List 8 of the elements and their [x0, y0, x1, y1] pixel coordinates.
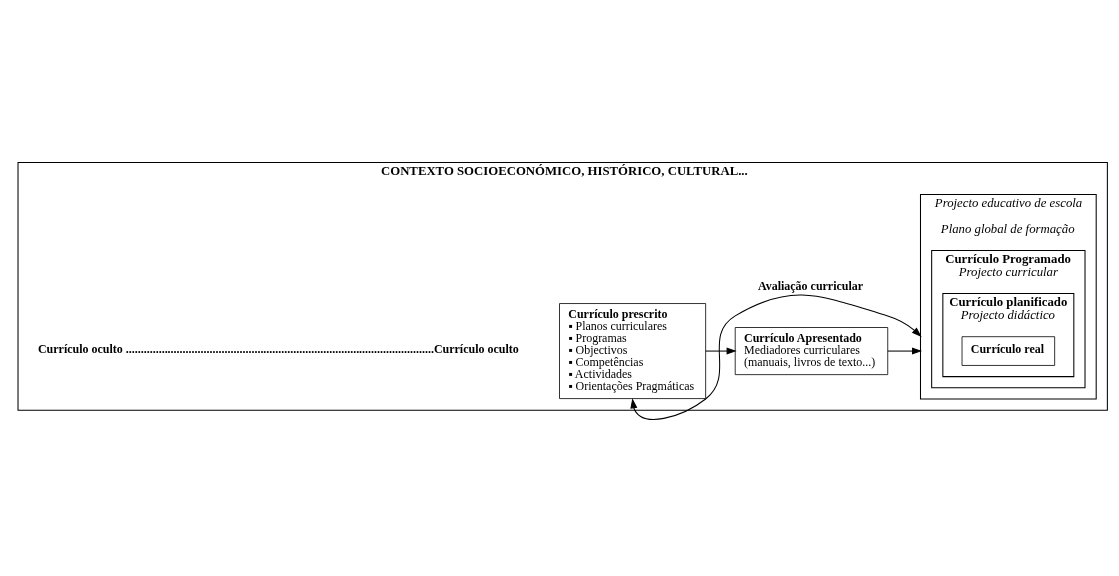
node-box: Currículo Apresentado Mediadores curriculares (manuais, livros de texto...) — [734, 327, 889, 376]
arrow — [887, 347, 923, 355]
arrow — [630, 294, 922, 420]
node-box: Currículo prescrito ▪ Planos curriculares ▪ Programas ▪ Objectivos ▪ Competências ▪ Actividades ▪ Orientações Pragmáticas — [559, 303, 707, 399]
edge-label: Avaliação curricular — [757, 279, 864, 294]
arrow — [705, 347, 737, 355]
label: Currículo oculto .......................................................................................................Currículo oculto — [37, 342, 519, 357]
node-box: Currículo real — [961, 336, 1056, 366]
